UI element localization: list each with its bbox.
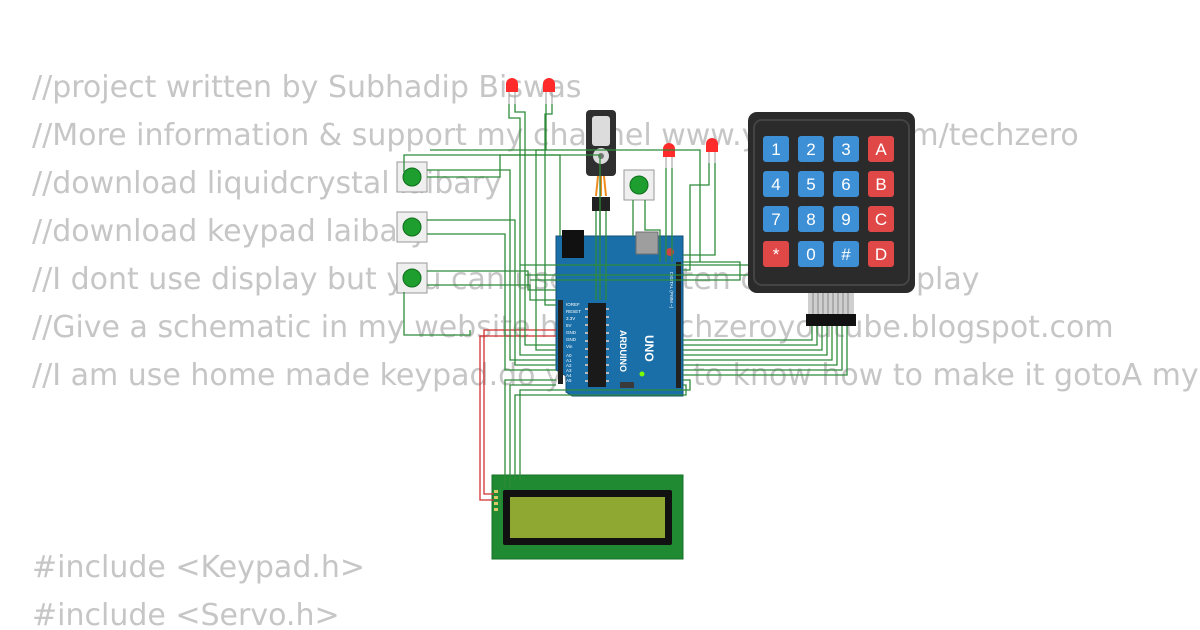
power-jack [635,231,659,255]
keypad-key-label: 3 [841,140,850,159]
keypad-ribbon [808,293,854,315]
keypad-key-label: * [773,245,780,264]
keypad-key-a[interactable]: A [868,136,894,162]
push-button-1[interactable] [396,161,428,193]
keypad-key-grid: 1 2 3 A 4 5 6 B 7 8 9 C * 0 # D [763,136,894,267]
keypad-key-d[interactable]: D [868,241,894,267]
keypad-key-label: 9 [841,210,850,229]
usb-connector [562,230,584,258]
analog-pin-label: A4 [566,373,572,378]
lcd-screen [510,497,665,538]
analog-pin-label: A5 [566,378,572,383]
digital-header-label: DIGITAL (PWM ~) [669,272,674,309]
power-pin-label: RESET [566,309,581,314]
power-analog-header [558,300,563,384]
keypad-key-label: 0 [806,245,815,264]
arduino-uno-board[interactable]: ARDUINO UNO DIGITAL (PWM ~) POWER ANALOG… [549,230,684,397]
code-include-line: #include <Servo.h> [32,598,340,630]
wiring [403,104,848,510]
led-4[interactable] [706,138,718,163]
power-pin-label: GND [566,330,577,335]
servo-connector [592,197,610,211]
keypad-key-label: 6 [841,175,850,194]
keypad-key-6[interactable]: 6 [833,171,859,197]
analog-pin-label: A3 [566,368,572,373]
led-1[interactable] [506,78,518,104]
keypad-key-label: 5 [806,175,815,194]
keypad-key-label: 1 [771,140,780,159]
keypad-key-8[interactable]: 8 [798,206,824,232]
led-2[interactable] [543,78,555,104]
power-pin-label: Vin [566,344,573,349]
microcontroller-chip [588,303,606,387]
keypad-key-1[interactable]: 1 [763,136,789,162]
push-button-4[interactable] [623,169,655,201]
push-button-3[interactable] [396,262,428,294]
keypad-key-label: 4 [771,175,780,194]
arduino-brand-label: ARDUINO [618,330,628,372]
keypad-4x4[interactable]: 1 2 3 A 4 5 6 B 7 8 9 C * 0 # D [748,112,915,326]
code-comment-line: //project written by Subhadip Biswas [32,70,582,105]
keypad-key-9[interactable]: 9 [833,206,859,232]
keypad-key-0[interactable]: 0 [798,241,824,267]
keypad-key-2[interactable]: 2 [798,136,824,162]
keypad-key-label: D [875,245,887,264]
keypad-key-c[interactable]: C [868,206,894,232]
servo-motor[interactable] [586,110,616,211]
keypad-key-label: A [875,140,887,159]
arduino-model-label: UNO [642,335,656,362]
power-pin-label: 5V [566,323,572,328]
keypad-key-label: # [841,245,851,264]
analog-pin-label: A0 [566,353,572,358]
keypad-key-label: C [875,210,887,229]
power-pin-label: IOREF [566,302,580,307]
keypad-key-hash[interactable]: # [833,241,859,267]
reset-button[interactable] [666,248,674,256]
analog-header-label: ANALOG IN [549,353,554,378]
keypad-key-5[interactable]: 5 [798,171,824,197]
keypad-key-b[interactable]: B [868,171,894,197]
digital-header [676,262,681,388]
keypad-key-4[interactable]: 4 [763,171,789,197]
keypad-key-label: 7 [771,210,780,229]
led-3[interactable] [663,143,675,168]
lcd-display[interactable] [491,474,684,560]
keypad-key-7[interactable]: 7 [763,206,789,232]
push-button-2[interactable] [396,211,428,243]
analog-pin-label: A1 [566,358,572,363]
power-pin-label: 3.3V [566,316,575,321]
keypad-header-pins [806,314,856,326]
analog-pin-label: A2 [566,363,572,368]
keypad-key-3[interactable]: 3 [833,136,859,162]
power-header-label: POWER [549,282,554,300]
keypad-key-label: 2 [806,140,815,159]
keypad-key-label: B [875,175,886,194]
code-include-line: #include <Keypad.h> [32,550,366,585]
keypad-key-star[interactable]: * [763,241,789,267]
power-pin-label: GND [566,337,577,342]
code-comment-line: //download keypad laibary [32,214,428,249]
keypad-key-label: 8 [806,210,815,229]
